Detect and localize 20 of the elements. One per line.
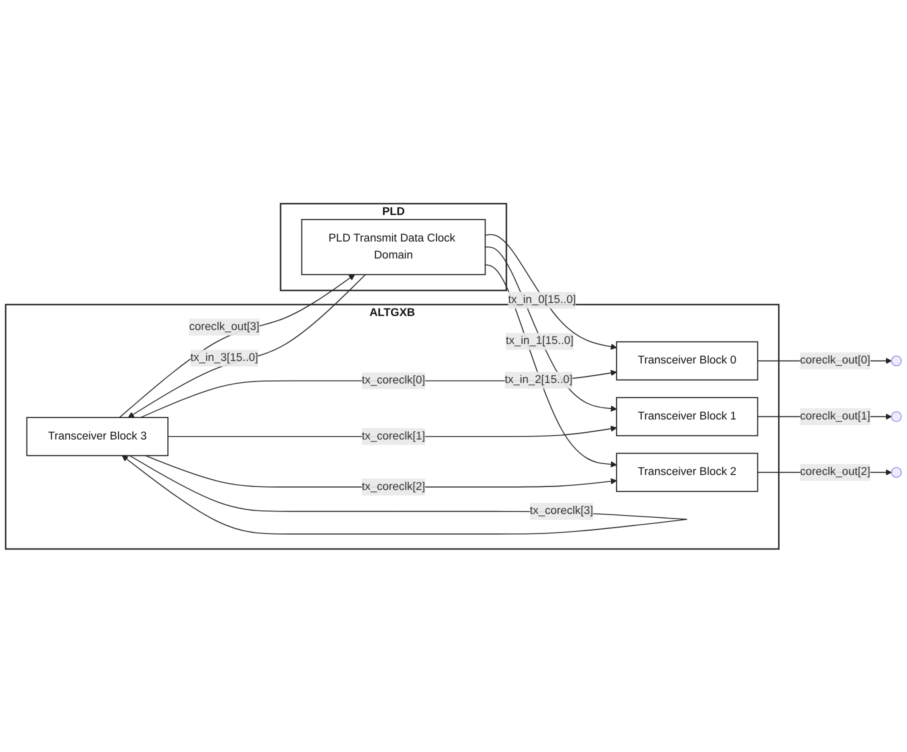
edge-label: tx_in_0[15..0] <box>508 294 576 306</box>
edge-label: coreclk_out[3] <box>189 320 260 332</box>
node-box <box>616 452 758 492</box>
edge-label: tx_coreclk[3] <box>530 504 594 517</box>
edge-label: tx_in_1[15..0] <box>506 334 574 347</box>
edge-label: tx_coreclk[2] <box>362 480 426 492</box>
edge-label: tx_coreclk[0] <box>362 374 426 386</box>
edge-label: coreclk_out[0] <box>800 354 870 366</box>
edge-label: tx_coreclk[1] <box>362 430 426 442</box>
edge-label: tx_in_2[15..0] <box>504 374 573 386</box>
edge-label: tx_in_3[15..0] <box>190 352 258 364</box>
node-box <box>26 416 168 456</box>
node-box <box>616 340 758 380</box>
arrow <box>484 234 617 350</box>
cluster <box>280 202 508 291</box>
edge-label: coreclk_out[2] <box>800 466 870 478</box>
edge-label: coreclk_out[1] <box>800 410 870 422</box>
node-box <box>301 218 486 275</box>
cluster <box>4 304 780 550</box>
node-box <box>616 396 758 436</box>
